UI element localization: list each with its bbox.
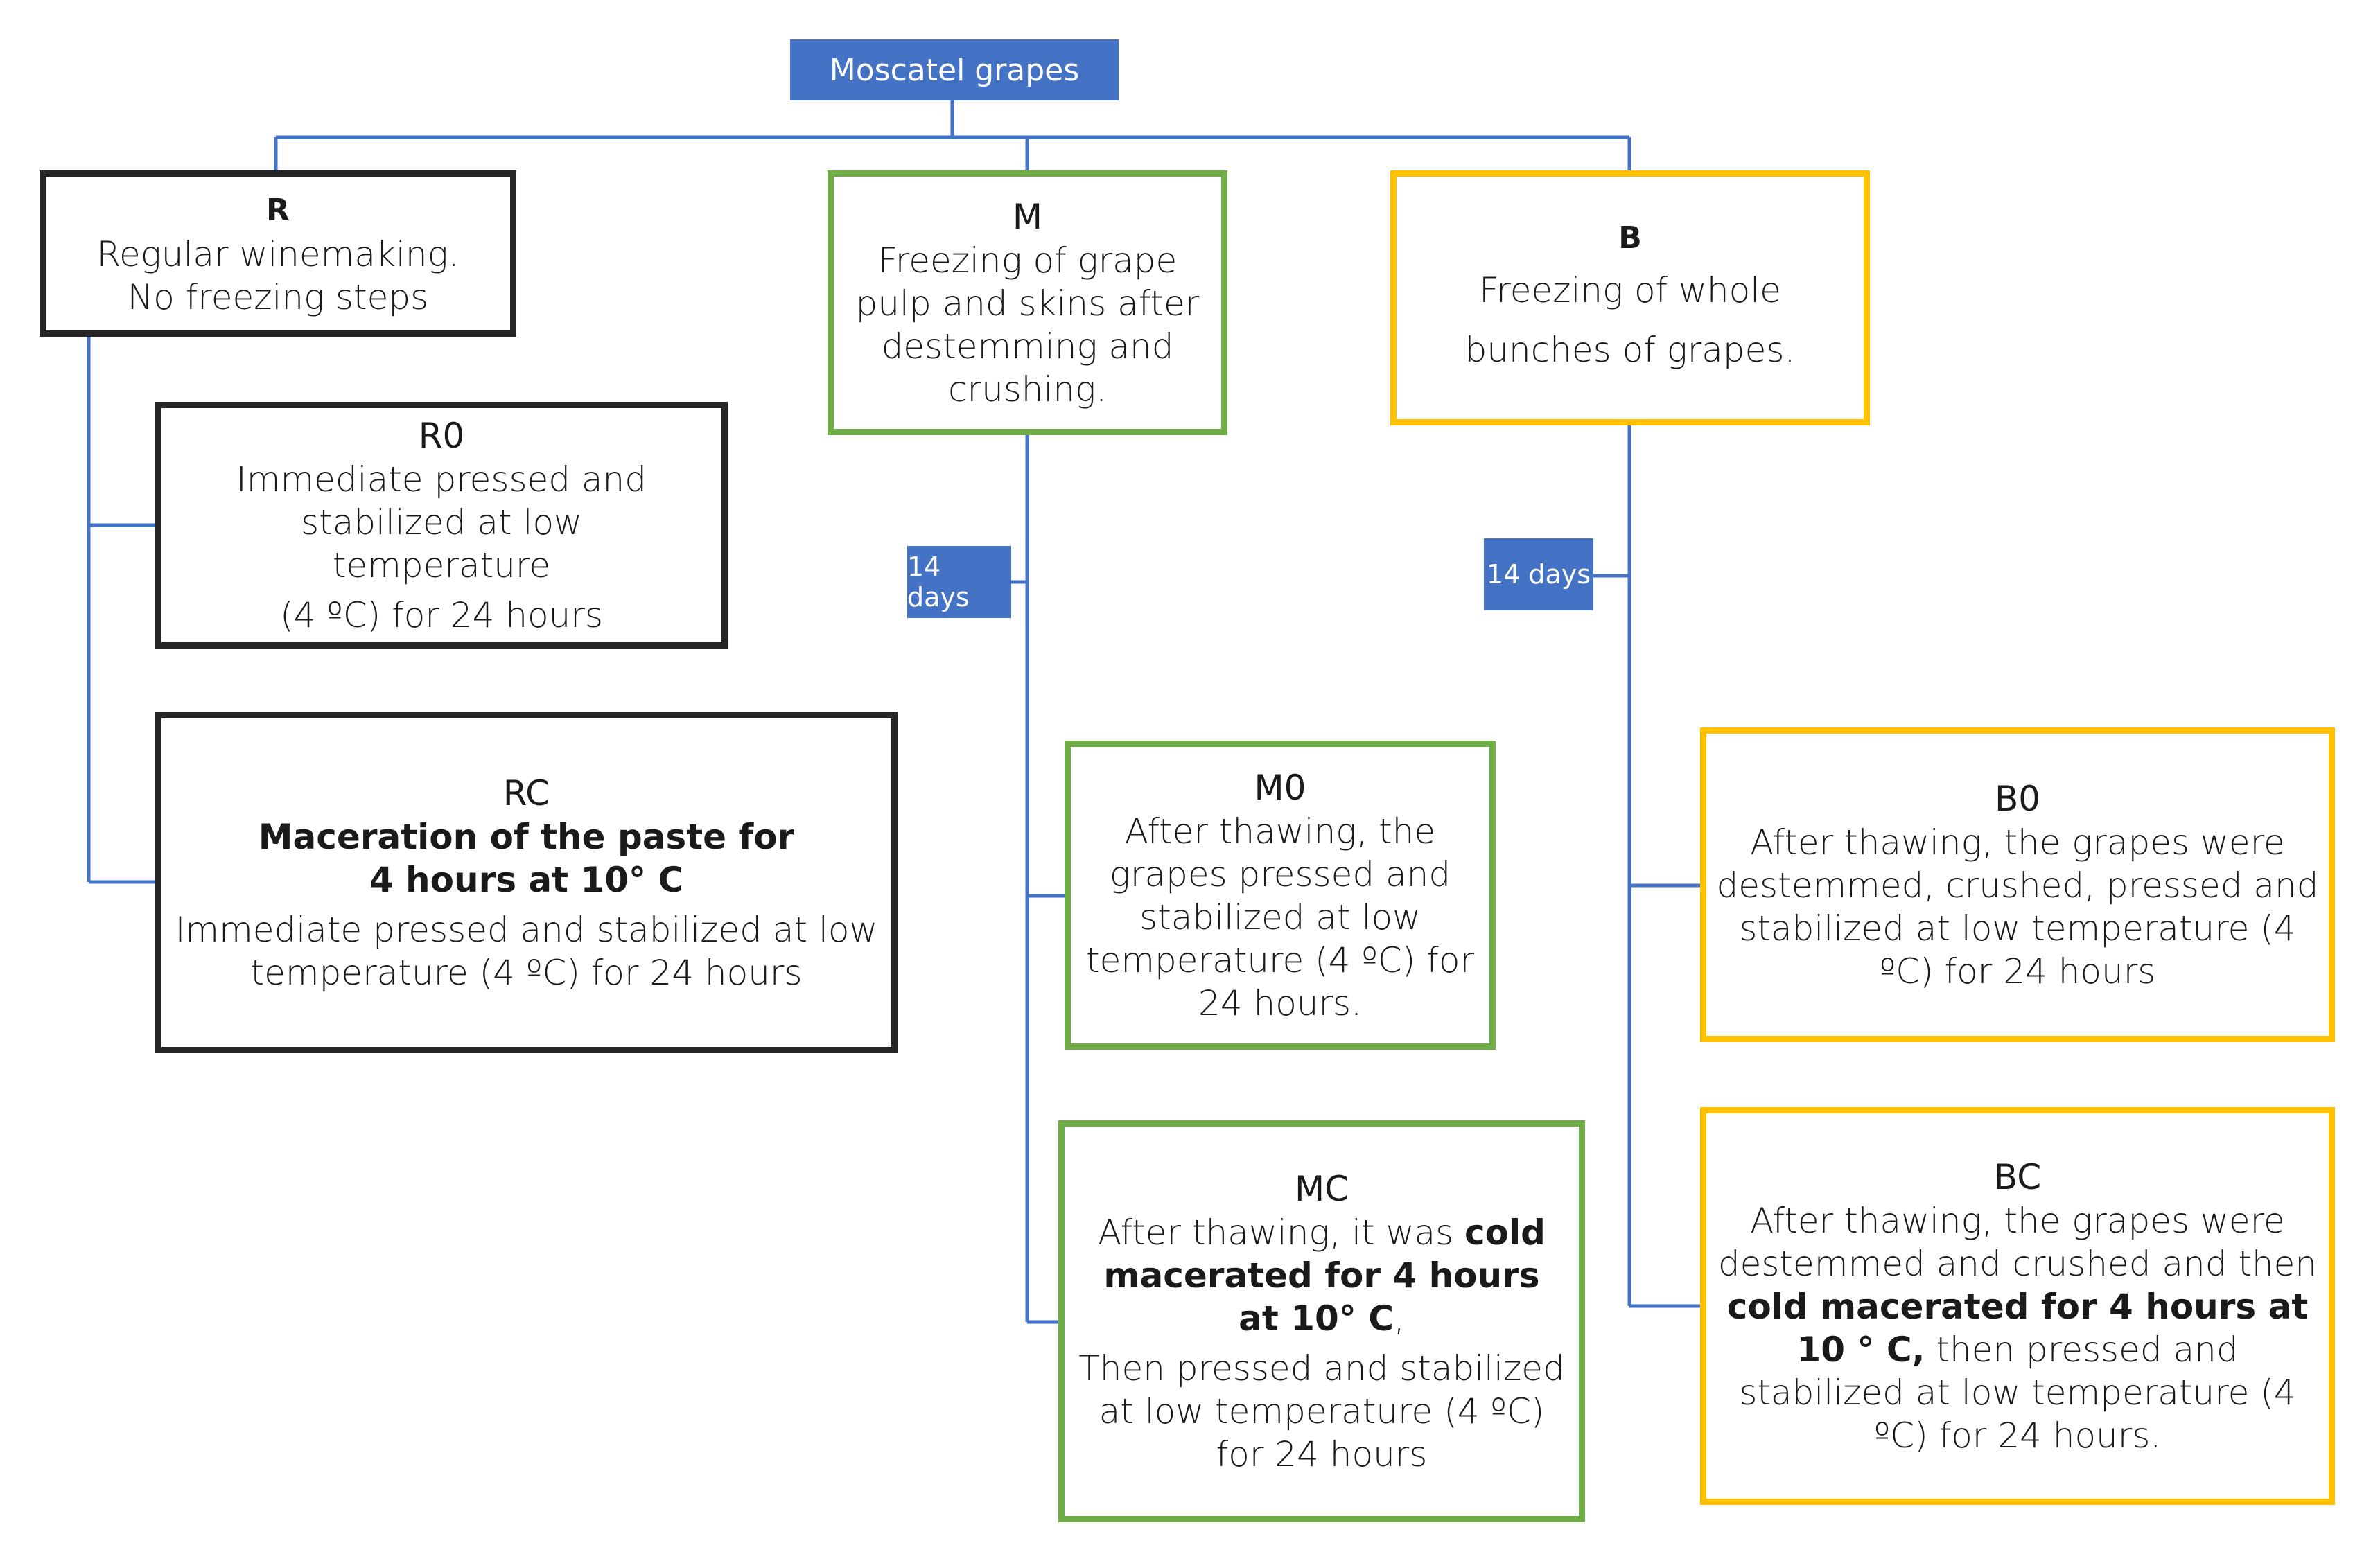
treatment-bc-text: After thawing, the grapes were destemmed…	[1712, 1199, 2323, 1457]
treatment-bc-box: BC After thawing, the grapes were destem…	[1700, 1107, 2335, 1505]
branch-b-desc: Freezing of whole bunches of grapes.	[1464, 270, 1796, 370]
branch-b-box: B Freezing of whole bunches of grapes.	[1390, 170, 1870, 425]
treatment-m0-text: After thawing, the grapes pressed and st…	[1085, 811, 1474, 1023]
treatment-r0-line1: Immediate pressed and stabilized at low …	[236, 459, 647, 585]
treatment-bc-bold: cold macerated for 4 hours at 10 ° C,	[1726, 1287, 2309, 1370]
treatment-mc-bold: cold macerated for 4 hours at 10° C	[1103, 1212, 1546, 1339]
branch-r-desc: Regular winemaking. No freezing steps	[96, 234, 460, 317]
treatment-m0-box: M0 After thawing, the grapes pressed and…	[1065, 741, 1496, 1050]
treatment-rc-code: RC	[502, 773, 550, 813]
treatment-bc-post: then pressed and stabilized at low tempe…	[1739, 1330, 2296, 1456]
treatment-b0-text: After thawing, the grapes were destemmed…	[1716, 822, 2319, 991]
treatment-r0-box: R0 Immediate pressed and stabilized at l…	[155, 402, 728, 649]
treatment-mc-box: MC After thawing, it was cold macerated …	[1058, 1120, 1585, 1522]
branch-m-code: M	[1012, 197, 1043, 237]
treatment-rc-bold: Maceration of the paste for 4 hours at 1…	[258, 817, 795, 900]
branch-m-box: M Freezing of grape pulp and skins after…	[828, 170, 1227, 435]
duration-tag-m: 14 days	[907, 546, 1011, 618]
duration-tag-b: 14 days	[1484, 538, 1593, 610]
duration-tag-m-label: 14 days	[907, 552, 970, 612]
branch-b-code: B	[1618, 220, 1642, 256]
branch-r-code: R	[266, 193, 290, 228]
branch-m-desc: Freezing of grape pulp and skins after d…	[855, 240, 1200, 409]
treatment-b0-box: B0 After thawing, the grapes were destem…	[1700, 728, 2335, 1042]
treatment-r0-line2: (4 ºC) for 24 hours	[280, 595, 603, 635]
treatment-b0-code: B0	[1994, 779, 2041, 819]
treatment-r0-code: R0	[418, 416, 465, 456]
root-label: Moscatel grapes	[829, 52, 1080, 88]
branch-r-box: R Regular winemaking. No freezing steps	[40, 170, 516, 337]
treatment-mc-text: Then pressed and stabilized at low tempe…	[1078, 1348, 1565, 1474]
treatment-bc-code: BC	[1993, 1157, 2042, 1197]
treatment-mc-pre: After thawing, it was	[1098, 1212, 1465, 1253]
root-node: Moscatel grapes	[790, 39, 1119, 100]
treatment-mc-code: MC	[1294, 1169, 1349, 1209]
treatment-mc-post: ,	[1393, 1298, 1405, 1339]
treatment-rc-box: RC Maceration of the paste for 4 hours a…	[155, 712, 898, 1053]
duration-tag-b-label: 14 days	[1486, 559, 1591, 590]
treatment-rc-text: Immediate pressed and stabilized at low …	[175, 910, 878, 993]
treatment-mc-cold: After thawing, it was cold macerated for…	[1070, 1211, 1573, 1340]
treatment-m0-code: M0	[1254, 768, 1306, 808]
treatment-bc-pre: After thawing, the grapes were destemmed…	[1717, 1201, 2318, 1284]
